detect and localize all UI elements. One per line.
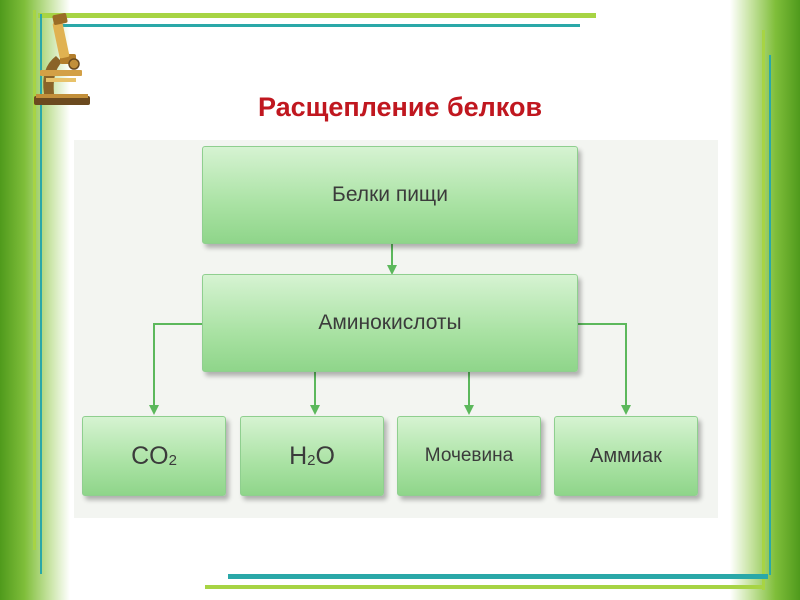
ammonia-label: Аммиак	[590, 444, 662, 467]
bottom-teal-line	[228, 574, 768, 579]
right-gradient-border	[730, 0, 800, 600]
h2o-label: H2O	[289, 441, 335, 470]
left-vertical-line-2	[40, 14, 42, 574]
food-proteins-label: Белки пищи	[332, 183, 448, 206]
right-vertical-line-2	[769, 55, 771, 575]
top-teal-line	[60, 24, 580, 27]
ammonia-box: Аммиак	[554, 416, 698, 496]
co2-box: CO2	[82, 416, 226, 496]
right-vertical-line-1	[762, 30, 765, 590]
bottom-green-line	[205, 585, 765, 589]
arrow-amino-to-co2	[149, 323, 202, 415]
co2-label: CO2	[131, 441, 177, 470]
left-vertical-line-1	[33, 10, 36, 550]
top-green-line	[38, 13, 596, 18]
connector-arrows	[149, 244, 631, 415]
urea-box: Мочевина	[397, 416, 541, 496]
urea-label: Мочевина	[424, 445, 514, 466]
arrow-amino-to-ammonia	[578, 323, 631, 415]
microscope-icon	[34, 13, 90, 105]
food-proteins-box: Белки пищи	[202, 146, 578, 244]
amino-acids-label: Аминокислоты	[318, 311, 462, 334]
diagram-panel: Белки пищи Аминокислоты CO2 H2O Мочевина…	[74, 140, 718, 518]
slide-title: Расщепление белков	[257, 92, 543, 122]
amino-acids-box: Аминокислоты	[202, 274, 578, 372]
h2o-box: H2O	[240, 416, 384, 496]
